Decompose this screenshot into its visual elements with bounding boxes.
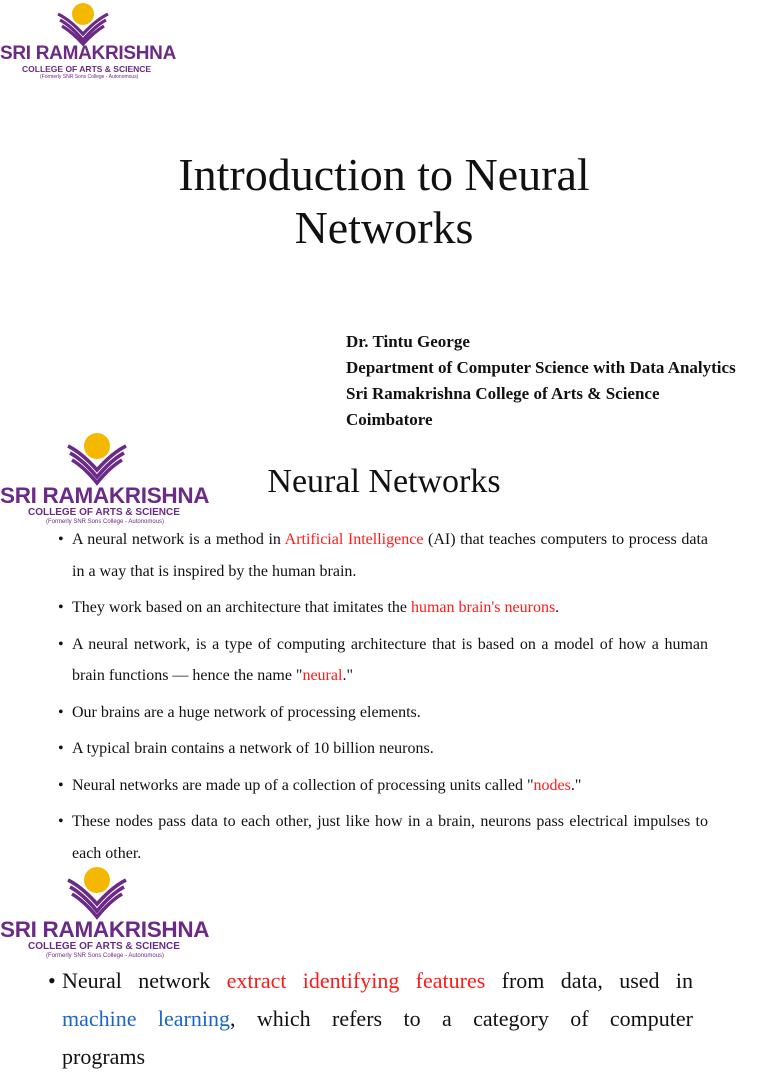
bullet-text: These nodes pass data to each other, jus… — [72, 813, 708, 862]
bullet-icon: • — [58, 703, 64, 721]
logo-brand: SRI RAMAKRISHNA — [0, 917, 210, 942]
bullet-icon: • — [58, 635, 64, 653]
bullet-text: A neural network, is a type of computing… — [72, 635, 708, 685]
bullet-text: ." — [342, 667, 353, 684]
bullet-text: A neural network is a method in — [72, 531, 285, 548]
bullet-text: . — [555, 599, 560, 616]
logo-subtitle: COLLEGE OF ARTS & SCIENCE — [28, 941, 180, 952]
bullet-text: A typical brain contains a network of 10… — [72, 740, 434, 757]
list-item: • A typical brain contains a network of … — [58, 733, 708, 765]
bullet-text: Neural network — [62, 968, 227, 993]
slide3-bullet: • Neural network extract identifying fea… — [48, 962, 693, 1076]
link-nodes[interactable]: nodes — [533, 776, 571, 794]
list-item: • A neural network is a method in Artifi… — [58, 524, 708, 587]
book-sun-icon — [67, 867, 127, 920]
bullet-icon: • — [58, 776, 64, 794]
author-department: Department of Computer Science with Data… — [346, 358, 736, 377]
slide3-text: Neural network extract identifying featu… — [48, 962, 693, 1076]
list-item: • They work based on an architecture tha… — [58, 592, 708, 624]
logo-tagline: (Formerly SNR Sons College - Autonomous) — [40, 74, 139, 80]
bullet-text: They work based on an architecture that … — [72, 599, 411, 616]
slide1-title: Introduction to Neural Networks — [0, 148, 768, 254]
bullet-text: Our brains are a huge network of process… — [72, 703, 421, 721]
college-logo-3: SRI RAMAKRISHNA COLLEGE OF ARTS & SCIENC… — [0, 864, 210, 960]
bullet-text: (AI) that teaches computers to process d… — [72, 531, 709, 580]
bullet-text: Neural networks are made up of a collect… — [72, 776, 534, 794]
logo-subtitle: COLLEGE OF ARTS & SCIENCE — [22, 64, 152, 74]
list-item: • These nodes pass data to each other, j… — [58, 806, 708, 869]
list-item: • Neural networks are made up of a colle… — [58, 770, 708, 802]
bullet-text: from data, used in — [485, 968, 693, 993]
slide1-title-line1: Introduction to Neural — [178, 149, 590, 200]
logo-tagline: (Formerly SNR Sons College - Autonomous) — [46, 519, 165, 525]
bullet-text: ." — [570, 776, 582, 794]
bullet-list: • A neural network is a method in Artifi… — [58, 524, 708, 874]
link-human-brain-neurons[interactable]: human brain's neurons — [410, 599, 556, 616]
slide1-title-line2: Networks — [294, 202, 474, 253]
book-sun-icon — [67, 433, 127, 486]
logo-subtitle: COLLEGE OF ARTS & SCIENCE — [28, 507, 180, 518]
author-city: Coimbatore — [346, 410, 433, 429]
bullet-icon: • — [58, 813, 64, 830]
bullet-icon: • — [48, 968, 56, 993]
logo-brand: SRI RAMAKRISHNA — [0, 483, 210, 508]
bullet-icon: • — [58, 740, 64, 757]
logo-tagline: (Formerly SNR Sons College - Autonomous) — [46, 953, 165, 959]
link-machine-learning[interactable]: machine learning — [62, 1006, 230, 1031]
bullet-icon: • — [58, 599, 64, 616]
author-block: Dr. Tintu George Department of Computer … — [346, 329, 736, 433]
link-artificial-intelligence[interactable]: Artificial Intelligence — [284, 531, 424, 548]
logo-brand: SRI RAMAKRISHNA — [0, 43, 177, 64]
link-neural[interactable]: neural — [302, 667, 343, 684]
slide2-title: Neural Networks — [267, 463, 501, 500]
book-sun-icon — [57, 3, 109, 47]
college-logo: SRI RAMAKRISHNA COLLEGE OF ARTS & SCIENC… — [0, 0, 176, 84]
list-item: • A neural network, is a type of computi… — [58, 629, 708, 692]
author-name: Dr. Tintu George — [346, 332, 470, 351]
link-extract-features[interactable]: extract identifying features — [226, 968, 486, 993]
author-college: Sri Ramakrishna College of Arts & Scienc… — [346, 384, 660, 403]
list-item: • Our brains are a huge network of proce… — [58, 697, 708, 729]
bullet-icon: • — [58, 531, 64, 548]
college-logo-2: SRI RAMAKRISHNA COLLEGE OF ARTS & SCIENC… — [0, 430, 210, 526]
